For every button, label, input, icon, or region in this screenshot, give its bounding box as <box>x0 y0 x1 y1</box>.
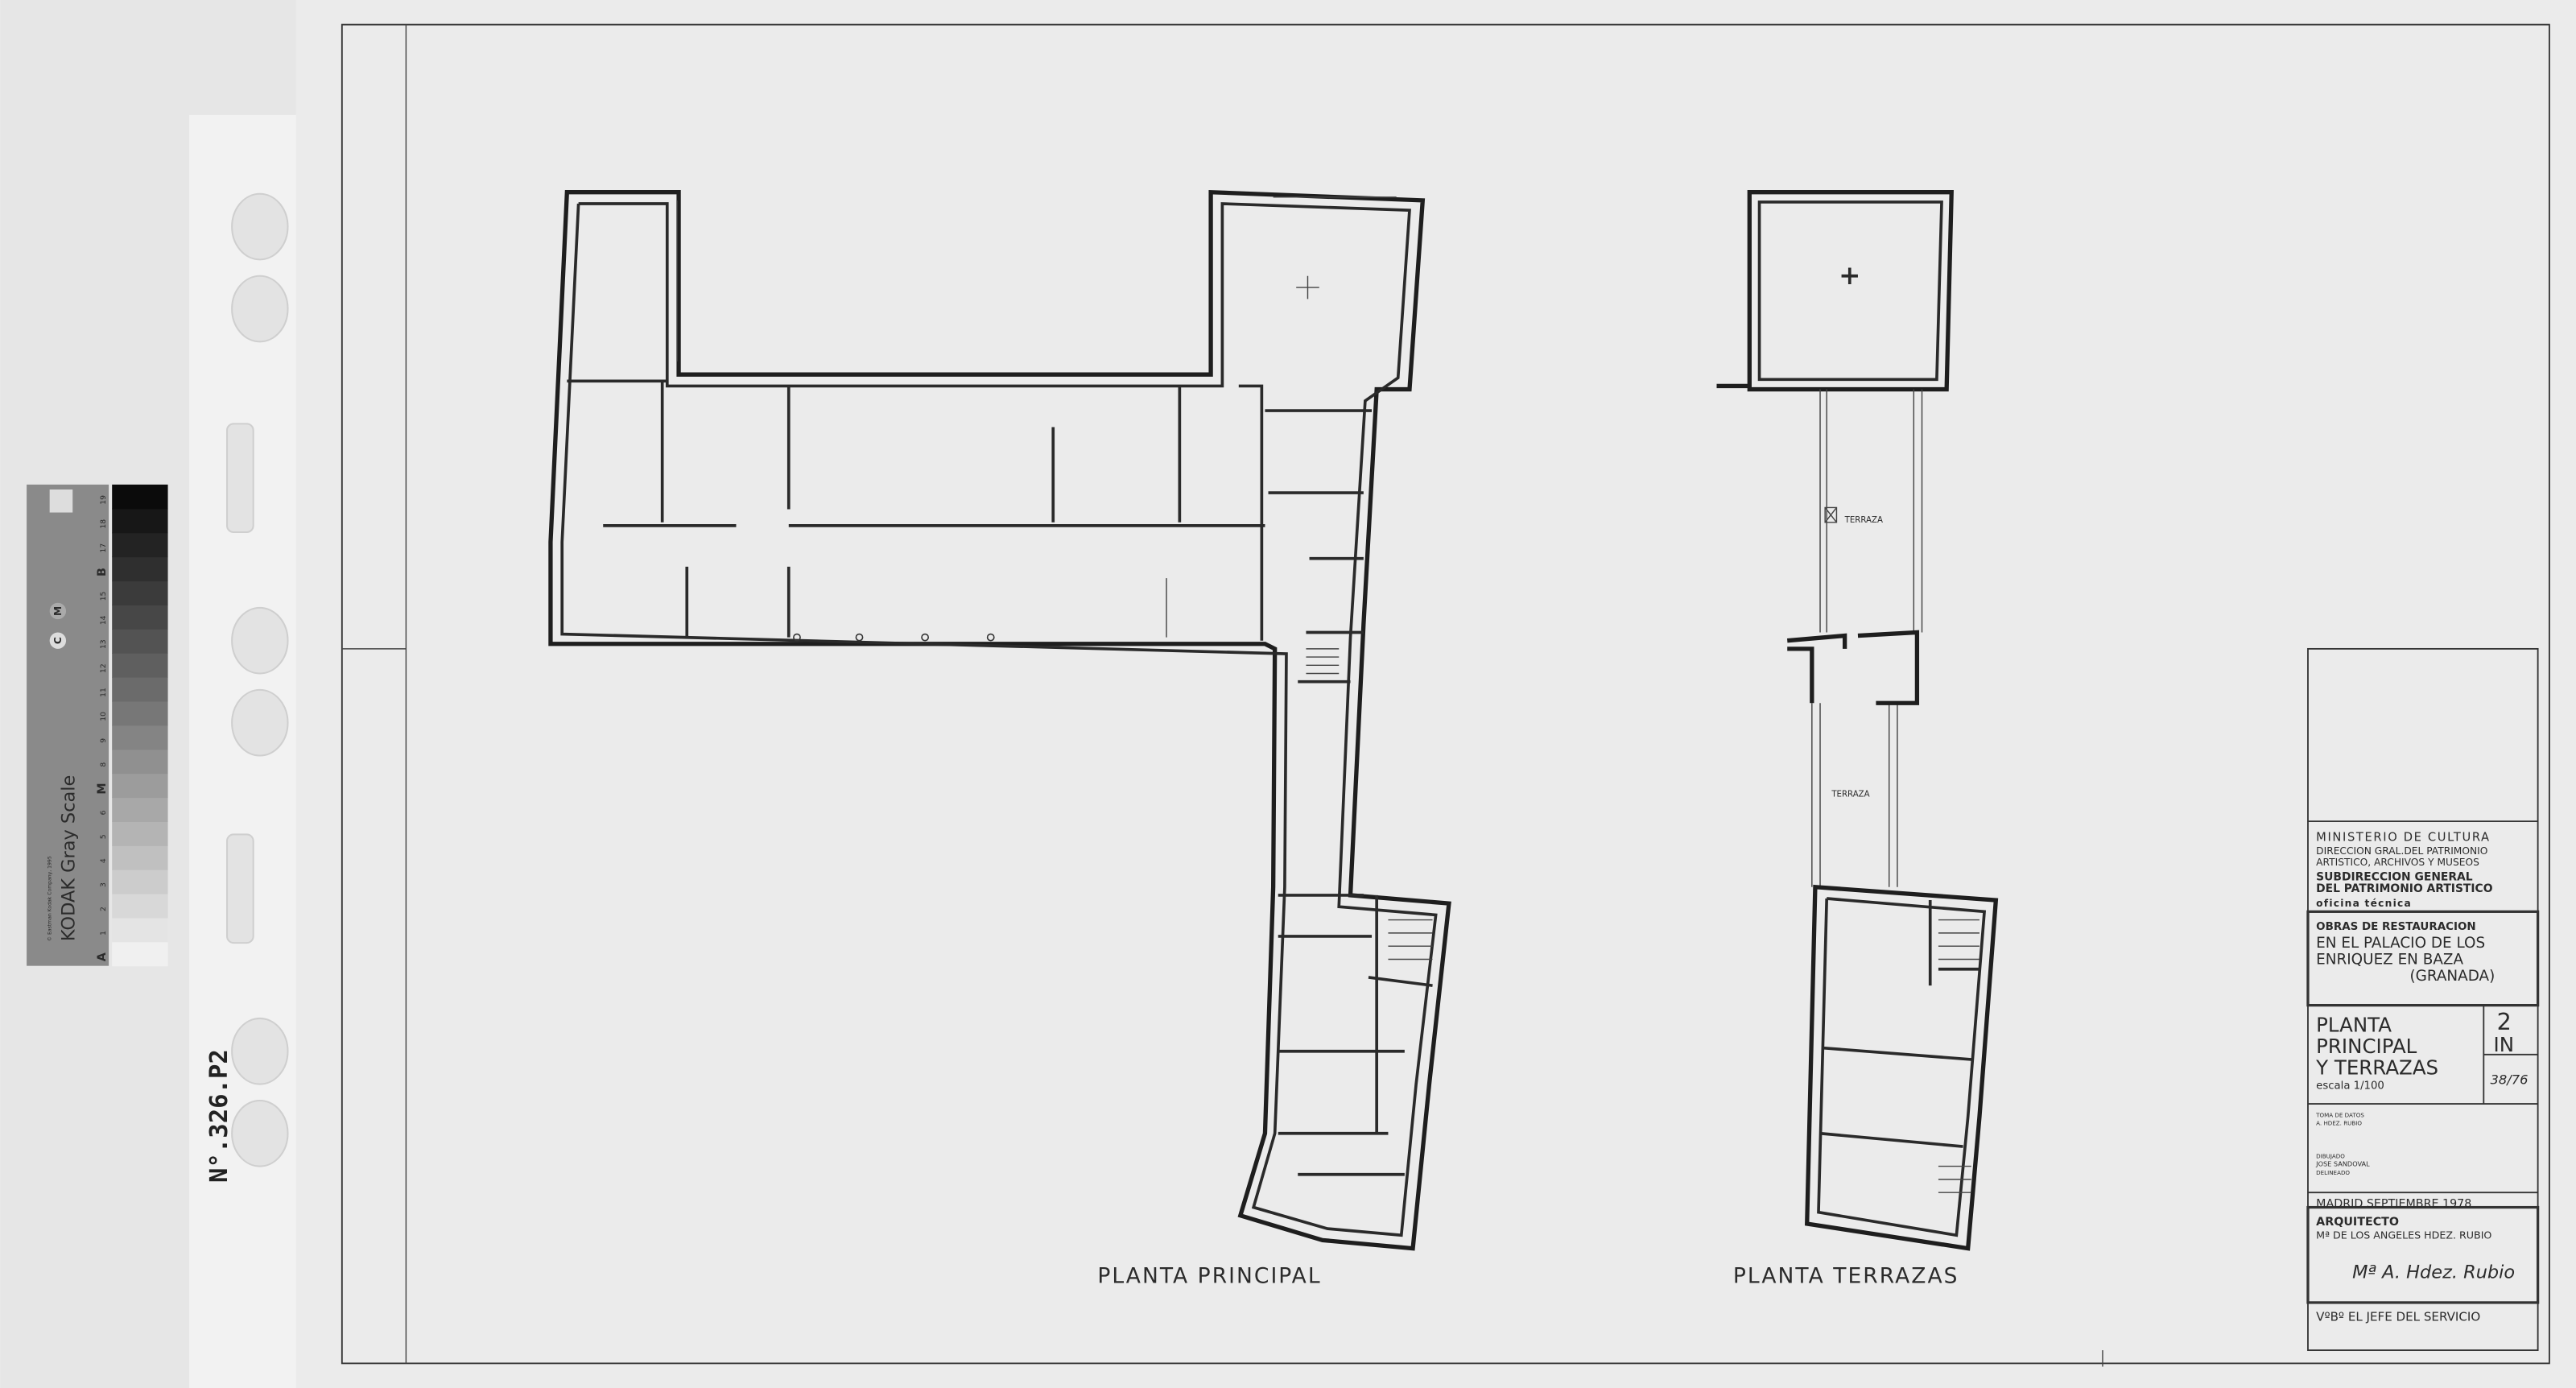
toma-name: A. HDEZ. RUBIO <box>2316 1120 2362 1127</box>
place-date: MADRID SEPTIEMBRE 1978 <box>2316 1198 2471 1211</box>
kodak-copyright: © Eastman Kodak Company, 1995 <box>47 856 53 941</box>
color-marker-label: C <box>52 637 64 644</box>
gray-patch <box>112 870 168 894</box>
gray-patch-label: 11 <box>99 688 108 697</box>
scale-text: escala 1/100 <box>2316 1080 2384 1093</box>
gray-patch <box>112 556 168 582</box>
subdireccion-line-1: SUBDIRECCION GENERAL <box>2316 871 2473 884</box>
gray-patch-label: 19 <box>99 495 108 505</box>
gray-patch <box>112 725 168 750</box>
gray-patch <box>112 845 168 870</box>
kodak-logo <box>49 489 73 513</box>
sheet-title-line-1: PLANTA <box>2316 1013 2392 1036</box>
kodak-title: KODAK Gray Scale <box>58 775 79 941</box>
architect-name: Mª DE LOS ANGELES HDEZ. RUBIO <box>2316 1229 2491 1241</box>
gray-patch <box>112 580 168 605</box>
c-marker <box>49 632 67 649</box>
gray-patch <box>112 532 168 558</box>
gray-patch-label: 4 <box>99 858 108 863</box>
sheet-title-line-2: PRINCIPAL <box>2316 1035 2417 1058</box>
architect-label: ARQUITECTO <box>2316 1216 2399 1229</box>
color-marker-label: M <box>52 606 64 616</box>
gray-patch <box>112 941 168 967</box>
dibujado-name: JOSE SANDOVAL <box>2315 1160 2370 1168</box>
gray-patch-label: 15 <box>99 591 108 601</box>
gray-patch-label: 12 <box>99 663 108 673</box>
gray-patch <box>112 508 168 534</box>
gray-patch <box>112 676 168 702</box>
gray-patch <box>112 749 168 775</box>
sheet-code: IN <box>2494 1033 2515 1056</box>
kodak-gray-scale: KODAK Gray Scale © Eastman Kodak Company… <box>27 484 168 967</box>
gray-patch-label: 18 <box>99 519 108 529</box>
gray-patch-label: 5 <box>99 834 108 839</box>
gray-patch-label: 10 <box>99 712 108 721</box>
gray-patch-label: 14 <box>99 615 108 625</box>
sheet-number: 2 <box>2497 1008 2512 1035</box>
sheet-title-line-3: Y TERRAZAS <box>2315 1055 2438 1079</box>
title-block: MINISTERIO DE CULTURA DIRECCION GRAL.DEL… <box>2306 647 2540 1351</box>
delineado-label: DELINEADO <box>2316 1169 2350 1176</box>
sheet-ref: 38/76 <box>2490 1072 2528 1088</box>
m-marker <box>49 602 67 620</box>
project-line-1: OBRAS DE RESTAURACION <box>2316 921 2476 933</box>
subdireccion-line-2: DEL PATRIMONIO ARTISTICO <box>2316 882 2493 895</box>
oficina-text: oficina técnica <box>2316 898 2412 909</box>
gray-patch <box>112 773 168 799</box>
ministry-text: MINISTERIO DE CULTURA <box>2316 831 2491 845</box>
gray-patch <box>112 629 168 654</box>
gray-patch <box>112 821 168 846</box>
dibujado-label: DIBUJADO <box>2316 1152 2345 1159</box>
gray-patch-label: 9 <box>99 738 108 743</box>
gray-patch-label: 1 <box>99 931 108 936</box>
project-line-2: EN EL PALACIO DE LOS <box>2316 935 2485 952</box>
terraza-label: TERRAZA <box>1831 791 1869 799</box>
approval-text: VºBº EL JEFE DEL SERVICIO <box>2316 1309 2480 1324</box>
gray-patch-label: 2 <box>99 907 108 911</box>
direccion-line-1: DIRECCION GRAL.DEL PATRIMONIO <box>2316 845 2487 857</box>
architect-signature: Mª A. Hdez. Rubio <box>2352 1262 2515 1283</box>
direccion-line-2: ARTISTICO, ARCHIVOS Y MUSEOS <box>2316 857 2479 868</box>
drawing-sheet <box>295 0 2576 1388</box>
gray-patch-label: 13 <box>99 639 108 649</box>
gray-patch <box>112 605 168 630</box>
label-planta-terrazas: PLANTA TERRAZAS <box>1733 1263 1959 1288</box>
terraza-label: TERRAZA <box>1844 516 1883 525</box>
gray-patch-label: 8 <box>99 762 108 767</box>
project-line-4: (GRANADA) <box>2409 968 2495 985</box>
sheet-border <box>341 23 2550 1365</box>
gray-patch <box>112 893 168 919</box>
punch-holes <box>225 192 289 1167</box>
archive-number: N°.326.P2 <box>205 1049 233 1183</box>
gray-patch <box>112 797 168 822</box>
floor-plan-terrazas <box>1716 190 1999 1251</box>
gray-patch <box>112 917 168 943</box>
toma-label: TOMA DE DATOS <box>2315 1111 2364 1118</box>
gray-patch <box>112 700 168 726</box>
gray-patch-label: A <box>96 952 109 961</box>
gray-patch <box>112 484 168 510</box>
label-planta-principal: PLANTA PRINCIPAL <box>1097 1263 1321 1288</box>
gray-patch <box>112 653 168 678</box>
gray-patch-label: 17 <box>99 543 108 553</box>
gray-patch-label: M <box>96 783 109 794</box>
project-line-3: ENRIQUEZ EN BAZA <box>2316 952 2463 969</box>
gray-patch-label: 3 <box>99 882 108 887</box>
floor-plan-principal <box>548 189 1451 1251</box>
gray-patch-label: B <box>96 568 109 576</box>
gray-patch-label: 6 <box>99 810 108 815</box>
